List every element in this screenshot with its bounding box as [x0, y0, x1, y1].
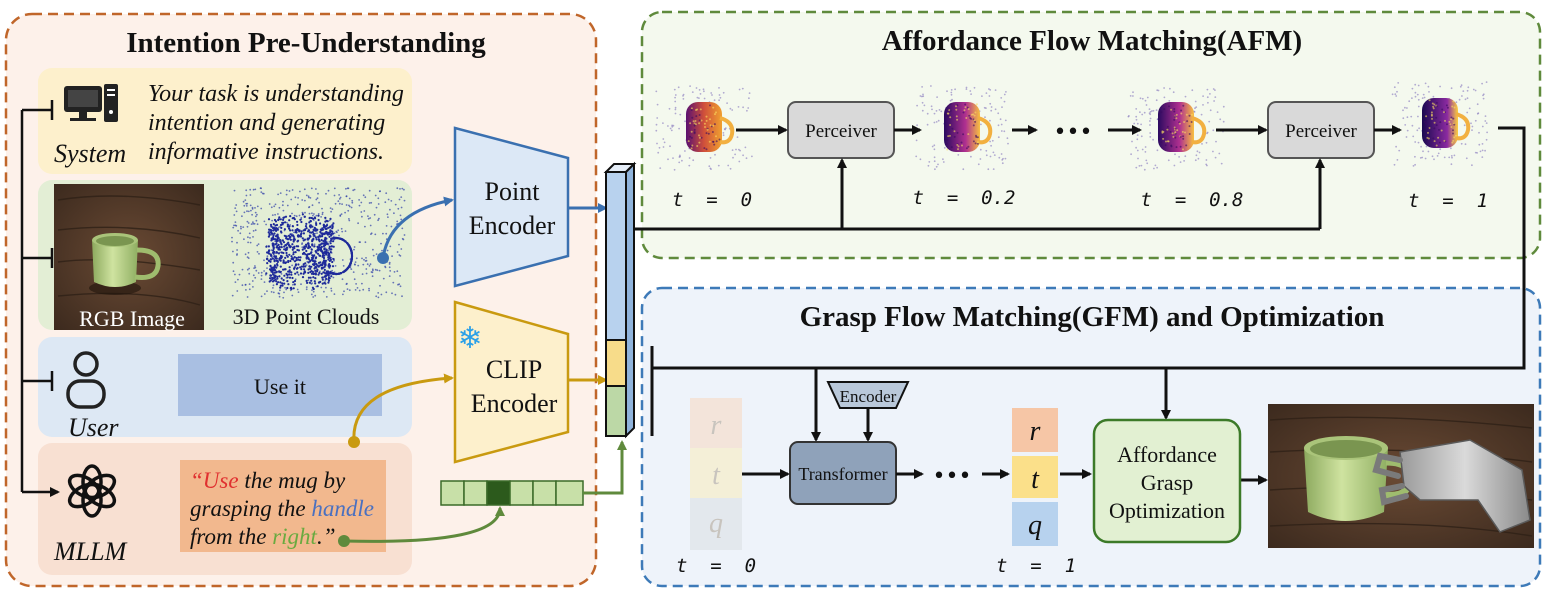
- transformer-label: Transformer: [798, 464, 887, 484]
- clip-encoder-shape: [453, 300, 570, 464]
- afm-ellipsis: •••: [1054, 120, 1093, 145]
- output-r-label: r: [1030, 416, 1041, 447]
- grasp-result-image: [1268, 404, 1534, 548]
- output-q-box: [1012, 502, 1058, 546]
- system-prompt-line-2: intention and generating: [148, 110, 385, 136]
- afm-time-08: t = 0.8: [1141, 189, 1244, 211]
- instruction-line-3: from the right.”: [190, 524, 335, 549]
- gfm-title: Grasp Flow Matching(GFM) and Optimizatio…: [800, 301, 1385, 333]
- instruction-text-3: from the: [190, 524, 272, 549]
- point-encoder-label-1: Point: [485, 177, 541, 206]
- grasp-encoder-shape: [826, 381, 910, 409]
- computer-icon: [64, 84, 118, 122]
- afm-time-02: t = 0.2: [913, 187, 1016, 209]
- noisy-t-tint: [690, 448, 742, 498]
- afm-panel: [640, 10, 1542, 260]
- instruction-box: [180, 460, 386, 552]
- noisy-q-tint: [690, 498, 742, 550]
- user-icon: [66, 351, 106, 409]
- perceiver-1-label: Perceiver: [805, 121, 877, 142]
- gfm-arrows: [742, 469, 1268, 485]
- rgb-image-label: RGB Image: [79, 306, 185, 331]
- point-cloud-label: 3D Point Clouds: [233, 304, 380, 329]
- instruction-to-token-arrow: [343, 506, 505, 543]
- optimization-label-2: Grasp: [1141, 470, 1194, 495]
- gfm-time-1: t = 1: [996, 555, 1076, 577]
- point-encoder-label-2: Encoder: [469, 211, 556, 240]
- noisy-q-label: q: [709, 508, 723, 539]
- user-connector-dot: [348, 436, 360, 448]
- point-cloud-connector-dot: [377, 252, 389, 264]
- quote-close: .”: [317, 524, 336, 549]
- token-strip: [440, 480, 584, 506]
- output-t-label: t: [1031, 464, 1040, 495]
- instruction-connector-dot: [338, 535, 350, 547]
- point-encoder-shape: [453, 126, 570, 288]
- input-bracket: [20, 100, 60, 497]
- user-utterance: Use it: [254, 374, 306, 399]
- system-prompt-line-1: Your task is understanding: [148, 81, 404, 107]
- intention-panel-title: Intention Pre-Understanding: [126, 27, 486, 59]
- word-handle: handle: [311, 496, 374, 521]
- noisy-r-label: r: [711, 410, 722, 441]
- system-prompt-line-3: informative instructions.: [148, 139, 384, 165]
- word-right: right: [272, 524, 317, 549]
- noisy-t-label: t: [712, 460, 721, 491]
- gfm-time-0: t = 0: [676, 555, 756, 577]
- point-cloud-image: [231, 187, 406, 299]
- optimization-box: [1092, 418, 1242, 544]
- afm-time-0: t = 0: [672, 189, 752, 211]
- openai-icon: [67, 464, 117, 518]
- point-cloud-to-encoder-arrow: [381, 196, 454, 259]
- system-box: [38, 68, 412, 174]
- perceiver-2-label: Perceiver: [1285, 121, 1357, 142]
- user-to-clip-arrow: [352, 373, 454, 443]
- grasp-encoder-label: Encoder: [840, 387, 897, 406]
- output-r-box: [1012, 408, 1058, 452]
- afm-title: Affordance Flow Matching(AFM): [882, 25, 1302, 57]
- system-label: System: [54, 139, 126, 168]
- snowflake-icon: ❄: [457, 321, 482, 356]
- fused-feature-column: [603, 161, 637, 439]
- word-use: Use: [203, 468, 239, 493]
- mllm-label: MLLM: [53, 537, 128, 566]
- instruction-line-2: grasping the handle: [190, 496, 374, 521]
- optimization-label-3: Optimization: [1109, 498, 1225, 523]
- instruction-text-1: the mug by: [239, 468, 346, 493]
- output-t-box: [1012, 456, 1058, 498]
- user-utterance-box: [178, 354, 382, 416]
- clip-encoder-label-1: CLIP: [486, 355, 542, 384]
- afm-time-1: t = 1: [1408, 190, 1488, 212]
- token-to-feature-arrow: [583, 440, 627, 495]
- gfm-feed-lines: [650, 288, 1526, 442]
- quote-open: “: [190, 468, 203, 493]
- output-q-label: q: [1028, 510, 1042, 541]
- afm-point-clouds: [655, 81, 1488, 171]
- noisy-r-tint: [690, 398, 742, 448]
- instruction-text-2: grasping the: [190, 496, 311, 521]
- user-label: User: [68, 413, 119, 442]
- instruction-line-1: “Use the mug by: [190, 468, 346, 493]
- optimization-label-1: Affordance: [1117, 442, 1217, 467]
- clip-encoder-label-2: Encoder: [471, 389, 558, 418]
- gfm-ellipsis: •••: [933, 464, 972, 489]
- rgb-image: [54, 184, 204, 330]
